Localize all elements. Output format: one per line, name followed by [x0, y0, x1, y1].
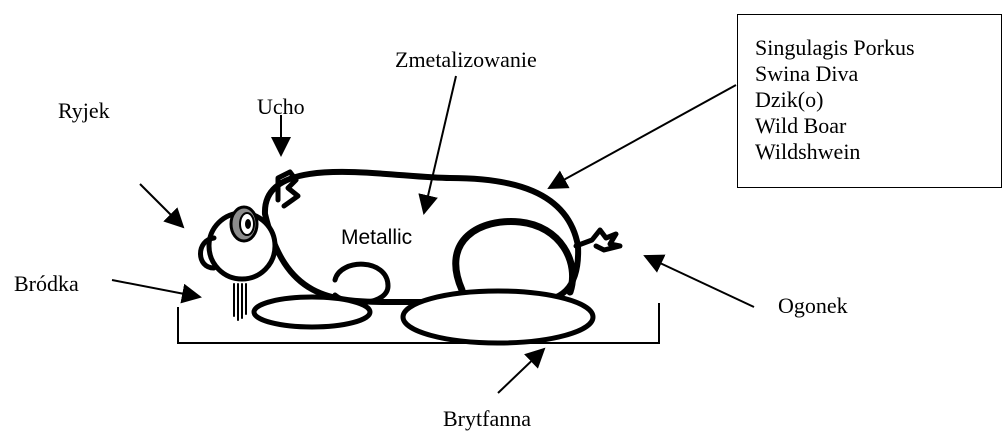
label-metallic: Metallic: [341, 226, 412, 250]
pig-body: [265, 172, 578, 302]
arrow-brodka: [112, 280, 200, 297]
names-box: Singulagis Porkus Swina Diva Dzik(o) Wil…: [737, 14, 1002, 188]
label-ucho: Ucho: [257, 94, 305, 120]
pig-back-hoof: [403, 291, 593, 343]
arrow-zmetalizowanie: [424, 76, 456, 213]
pig-front-hoof: [254, 297, 370, 327]
names-box-line: Wildshwein: [755, 139, 1001, 165]
arrow-ryjek: [140, 184, 183, 227]
arrows: [112, 76, 754, 393]
pig-pupil: [245, 219, 251, 229]
label-brodka: Bródka: [14, 271, 79, 297]
names-box-line: Dzik(o): [755, 87, 1001, 113]
arrow-ogonek: [645, 256, 754, 307]
label-ogonek: Ogonek: [778, 293, 848, 319]
names-box-line: Wild Boar: [755, 113, 1001, 139]
pig-beard: [234, 284, 246, 320]
pig-back-leg: [456, 222, 573, 292]
label-ryjek: Ryjek: [58, 98, 110, 124]
names-box-line: Singulagis Porkus: [755, 35, 1001, 61]
arrow-names-box: [549, 85, 736, 188]
arrow-brytfanna: [498, 349, 544, 393]
label-brytfanna: Brytfanna: [443, 406, 531, 432]
pig-tail: [576, 230, 620, 250]
pig-drawing: [201, 172, 621, 343]
label-zmetalizowanie: Zmetalizowanie: [395, 47, 537, 73]
names-box-line: Swina Diva: [755, 61, 1001, 87]
